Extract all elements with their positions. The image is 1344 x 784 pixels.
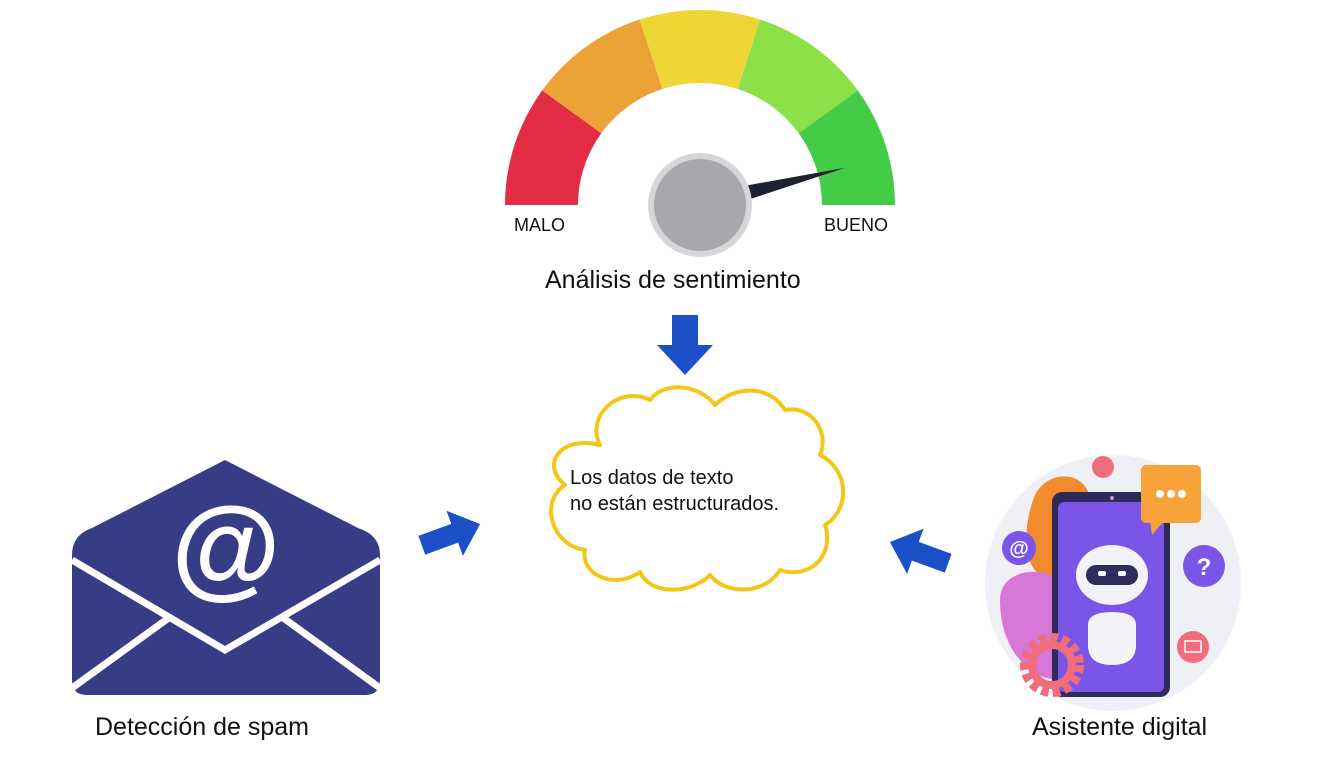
gauge-segment: [542, 19, 663, 134]
cloud-text: Los datos de texto no están estructurado…: [570, 465, 779, 517]
arrow-right-icon: [418, 510, 481, 556]
cloud-line-2: no están estructurados.: [570, 493, 780, 515]
cloud-shape: [549, 385, 846, 592]
gauge-needle: [697, 167, 846, 217]
svg-text:@: @: [1009, 538, 1029, 560]
arrow-down-icon: [657, 315, 713, 375]
svg-text:@: @: [171, 484, 280, 609]
gauge-left-label: MALO: [514, 215, 566, 235]
email-at-envelope-icon: @: [69, 460, 383, 695]
svg-text:?: ?: [1197, 554, 1212, 581]
assistant-label: Asistente digital: [1032, 713, 1208, 741]
cloud-line-1: Los datos de texto: [570, 467, 734, 489]
chatbot-phone-icon: @ ?: [985, 455, 1241, 711]
gauge-segment: [798, 90, 895, 205]
gauge-segment: [505, 90, 602, 205]
gauge-segment: [737, 19, 858, 134]
gauge-segment: [639, 10, 761, 89]
spam-label: Detección de spam: [95, 713, 310, 741]
arrow-left-icon: [889, 528, 952, 574]
sentiment-gauge: [505, 10, 895, 205]
gauge-right-label: BUENO: [824, 215, 889, 235]
sentiment-title: Análisis de sentimiento: [545, 266, 801, 294]
gauge-hub: [654, 159, 746, 251]
